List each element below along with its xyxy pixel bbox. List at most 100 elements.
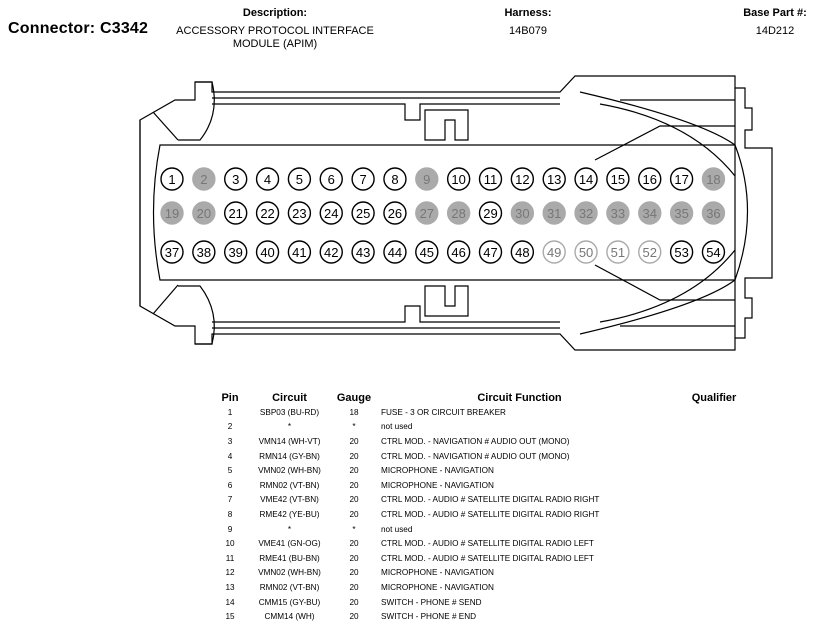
- cell-pin: 15: [225, 612, 235, 622]
- pin-circle: [351, 167, 375, 191]
- pin-circle: [383, 201, 407, 225]
- harness-label: Harness:: [504, 7, 552, 19]
- pin-circle: [446, 167, 471, 191]
- cell-pin: 12: [225, 568, 235, 578]
- pin-42: 42: [319, 240, 343, 264]
- pin-number: 29: [483, 206, 497, 221]
- table-row: 2**not used: [214, 420, 764, 435]
- pin-5: 5: [287, 167, 312, 191]
- cell-gauge: *: [352, 524, 356, 534]
- pin-circle: [319, 201, 343, 225]
- pin-number: 51: [611, 245, 625, 260]
- cell-qualifier: [664, 478, 764, 493]
- pin-number: 12: [515, 172, 529, 187]
- description-value: ACCESSORY PROTOCOL INTERFACE MODULE (API…: [150, 25, 400, 51]
- cell-pin: 1: [227, 407, 233, 417]
- pinout-table: Pin Circuit Gauge Circuit Function Quali…: [214, 391, 764, 624]
- pin-circle: [638, 167, 662, 191]
- pin-number: 35: [674, 206, 688, 221]
- pin-circle: [574, 201, 598, 225]
- pin-number: 47: [483, 245, 497, 260]
- cell-circuit: *: [287, 524, 292, 534]
- pin-34: 34: [638, 201, 662, 225]
- pin-circle: [638, 240, 662, 264]
- cell-function: CTRL MOD. - AUDIO # SATELLITE DIGITAL RA…: [381, 495, 600, 505]
- pin-number: 48: [515, 245, 529, 260]
- pin-number: 50: [579, 245, 593, 260]
- pin-circle: [287, 240, 312, 264]
- pin-30: 30: [510, 201, 535, 225]
- pin-circle: [255, 240, 280, 264]
- pin-number: 6: [328, 172, 335, 187]
- cell-gauge: 20: [349, 509, 359, 519]
- cell-circuit: VME42 (VT-BN): [260, 495, 319, 505]
- pin-number: 32: [579, 206, 593, 221]
- pin-31: 31: [542, 201, 566, 225]
- cell-circuit: VMN02 (WH-BN): [258, 466, 321, 476]
- pin-circle: [606, 167, 630, 191]
- cell-circuit: RME42 (YE-BU): [259, 509, 320, 519]
- pin-18: 18: [701, 167, 726, 191]
- pin-15: 15: [606, 167, 630, 191]
- pin-number: 28: [451, 206, 465, 221]
- pin-number: 39: [228, 245, 242, 260]
- pin-49: 49: [542, 240, 566, 264]
- pin-21: 21: [223, 201, 248, 225]
- cell-qualifier: [664, 449, 764, 464]
- pin-circle: [701, 240, 726, 264]
- cell-pin: 14: [225, 597, 235, 607]
- connector-housing: [139, 75, 773, 351]
- pin-number: 34: [643, 206, 657, 221]
- pin-number: 31: [547, 206, 561, 221]
- pin-circle: [255, 167, 280, 191]
- pin-number: 43: [356, 245, 370, 260]
- pin-40: 40: [255, 240, 280, 264]
- cell-qualifier: [664, 595, 764, 610]
- cell-gauge: 20: [349, 436, 359, 446]
- pin-circle: [478, 167, 503, 191]
- cell-qualifier: [664, 507, 764, 522]
- pin-circle: [351, 201, 375, 225]
- cell-function: CTRL MOD. - NAVIGATION # AUDIO OUT (MONO…: [381, 451, 570, 461]
- pin-circle: [478, 240, 503, 264]
- pin-number: 45: [420, 245, 434, 260]
- pin-17: 17: [669, 167, 694, 191]
- cell-qualifier: [664, 580, 764, 595]
- cell-qualifier: [664, 405, 764, 420]
- cell-qualifier: [664, 522, 764, 537]
- pin-circle: [542, 201, 566, 225]
- pin-29: 29: [478, 201, 503, 225]
- pin-number: 22: [260, 206, 274, 221]
- pin-number: 13: [547, 172, 561, 187]
- pin-circle: [415, 167, 439, 191]
- pin-circle: [669, 167, 694, 191]
- cell-gauge: *: [352, 422, 356, 432]
- cell-pin: 6: [227, 480, 233, 490]
- pin-number: 8: [391, 172, 398, 187]
- pin-circle: [192, 240, 216, 264]
- cell-pin: 5: [227, 466, 233, 476]
- pin-circle: [319, 167, 343, 191]
- cell-function: not used: [381, 524, 413, 534]
- cell-qualifier: [664, 420, 764, 435]
- pin-number: 26: [388, 206, 402, 221]
- pin-number: 7: [359, 172, 366, 187]
- cell-circuit: *: [287, 422, 292, 432]
- pin-circle: [542, 167, 566, 191]
- pin-circle: [446, 240, 471, 264]
- pin-52: 52: [638, 240, 662, 264]
- pin-32: 32: [574, 201, 598, 225]
- pin-33: 33: [606, 201, 630, 225]
- pin-number: 36: [706, 206, 720, 221]
- pin-circle: [415, 240, 439, 264]
- pin-25: 25: [351, 201, 375, 225]
- pin-23: 23: [287, 201, 312, 225]
- pin-53: 53: [669, 240, 694, 264]
- pin-circle: [606, 201, 630, 225]
- pin-circle: [701, 167, 726, 191]
- pin-47: 47: [478, 240, 503, 264]
- pin-45: 45: [415, 240, 439, 264]
